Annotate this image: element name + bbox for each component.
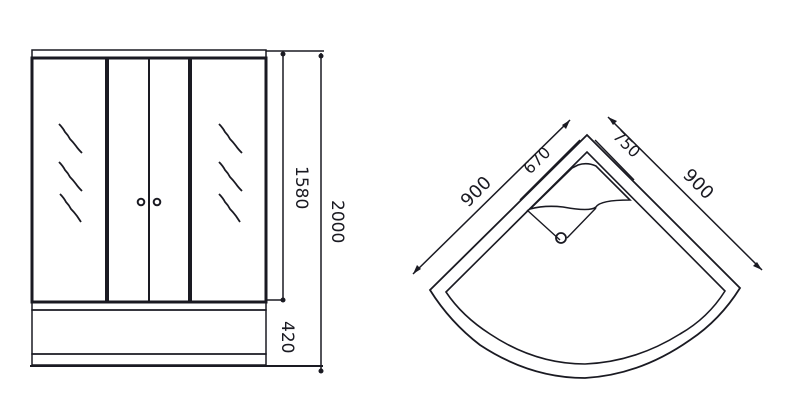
- dimension-900-right: 900: [678, 165, 717, 204]
- dimension-750: 750: [609, 126, 644, 161]
- dimension-lines: [266, 50, 324, 374]
- plan-view: 900 670 750 900: [412, 116, 763, 379]
- dimension-900-left: 900: [457, 172, 496, 211]
- glass-reflection-icon: [218, 123, 243, 223]
- glass-reflection-icon: [58, 123, 83, 223]
- seat: [527, 162, 632, 211]
- dim-line-right-outer: [607, 116, 763, 271]
- front-view: 1580 420 2000: [30, 49, 347, 374]
- door-handle-icon: [136, 197, 162, 207]
- dimension-420: 420: [277, 321, 297, 353]
- tray-inner: [444, 150, 727, 365]
- base-tray: [30, 301, 323, 367]
- dimension-2000: 2000: [327, 200, 347, 243]
- drain-icon: [555, 232, 567, 244]
- dim-line-left-outer: [412, 119, 571, 275]
- tray-outer: [428, 133, 742, 379]
- dimension-1580: 1580: [291, 166, 311, 209]
